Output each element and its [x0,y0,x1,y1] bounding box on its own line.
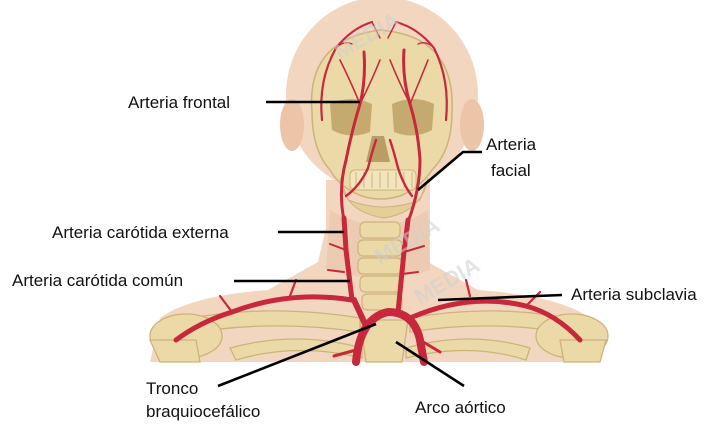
label-tronco-1: Tronco [146,378,198,399]
label-tronco-2: braquiocefálico [146,401,260,422]
label-arteria-facial-1: Arteria [486,134,536,155]
label-arteria-subclavia: Arteria subclavia [571,284,697,305]
label-arteria-facial-2: facial [491,160,531,181]
label-arteria-frontal: Arteria frontal [128,92,230,113]
label-arteria-carotida-comun: Arteria carótida común [12,270,183,291]
label-arco-aortico: Arco aórtico [415,397,506,418]
label-arteria-carotida-externa: Arteria carótida externa [52,222,229,243]
